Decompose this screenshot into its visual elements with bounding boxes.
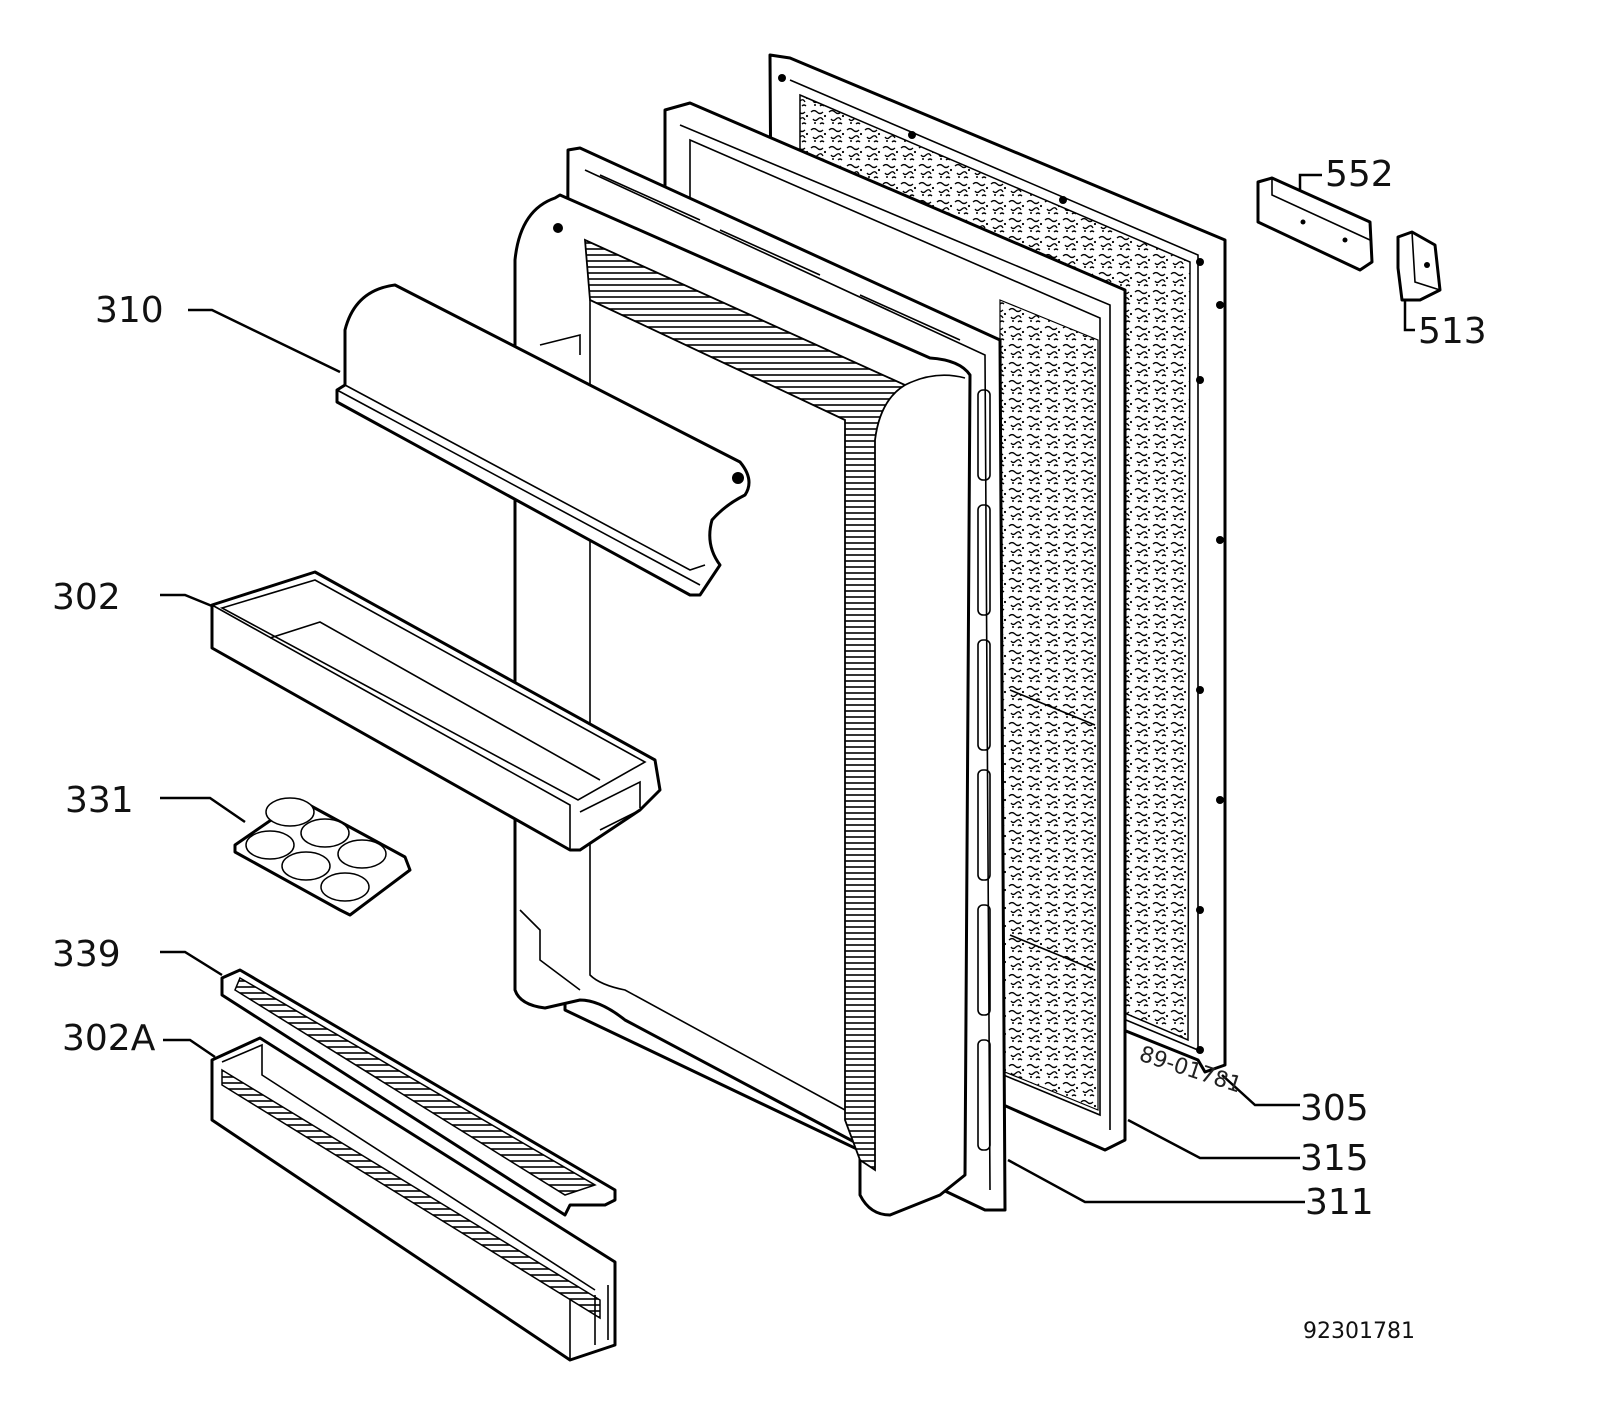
callout-331: 331 [65, 780, 134, 821]
drawing-number: 92301781 [1303, 1319, 1415, 1344]
bottom-shelf [210, 1036, 617, 1362]
callout-302: 302 [52, 577, 121, 618]
bottle-rack [220, 968, 617, 1217]
leader-lines [160, 173, 1415, 1204]
top-shelf-cover [335, 283, 751, 597]
callout-310: 310 [95, 290, 164, 331]
egg-tray [233, 797, 412, 917]
callout-302a: 302A [62, 1018, 156, 1059]
callout-305: 305 [1300, 1088, 1369, 1129]
callout-339: 339 [52, 934, 121, 975]
door-inner-liner [513, 193, 972, 1217]
callout-315: 315 [1300, 1138, 1369, 1179]
callout-labels: 310 302 331 339 302A 552 513 305 315 311 [52, 154, 1487, 1223]
door-shelf [210, 570, 662, 852]
callout-513: 513 [1418, 311, 1487, 352]
hinge-cover [1256, 176, 1374, 272]
hinge-bracket [1396, 230, 1442, 302]
callout-552: 552 [1325, 154, 1394, 195]
callout-311: 311 [1305, 1182, 1374, 1223]
